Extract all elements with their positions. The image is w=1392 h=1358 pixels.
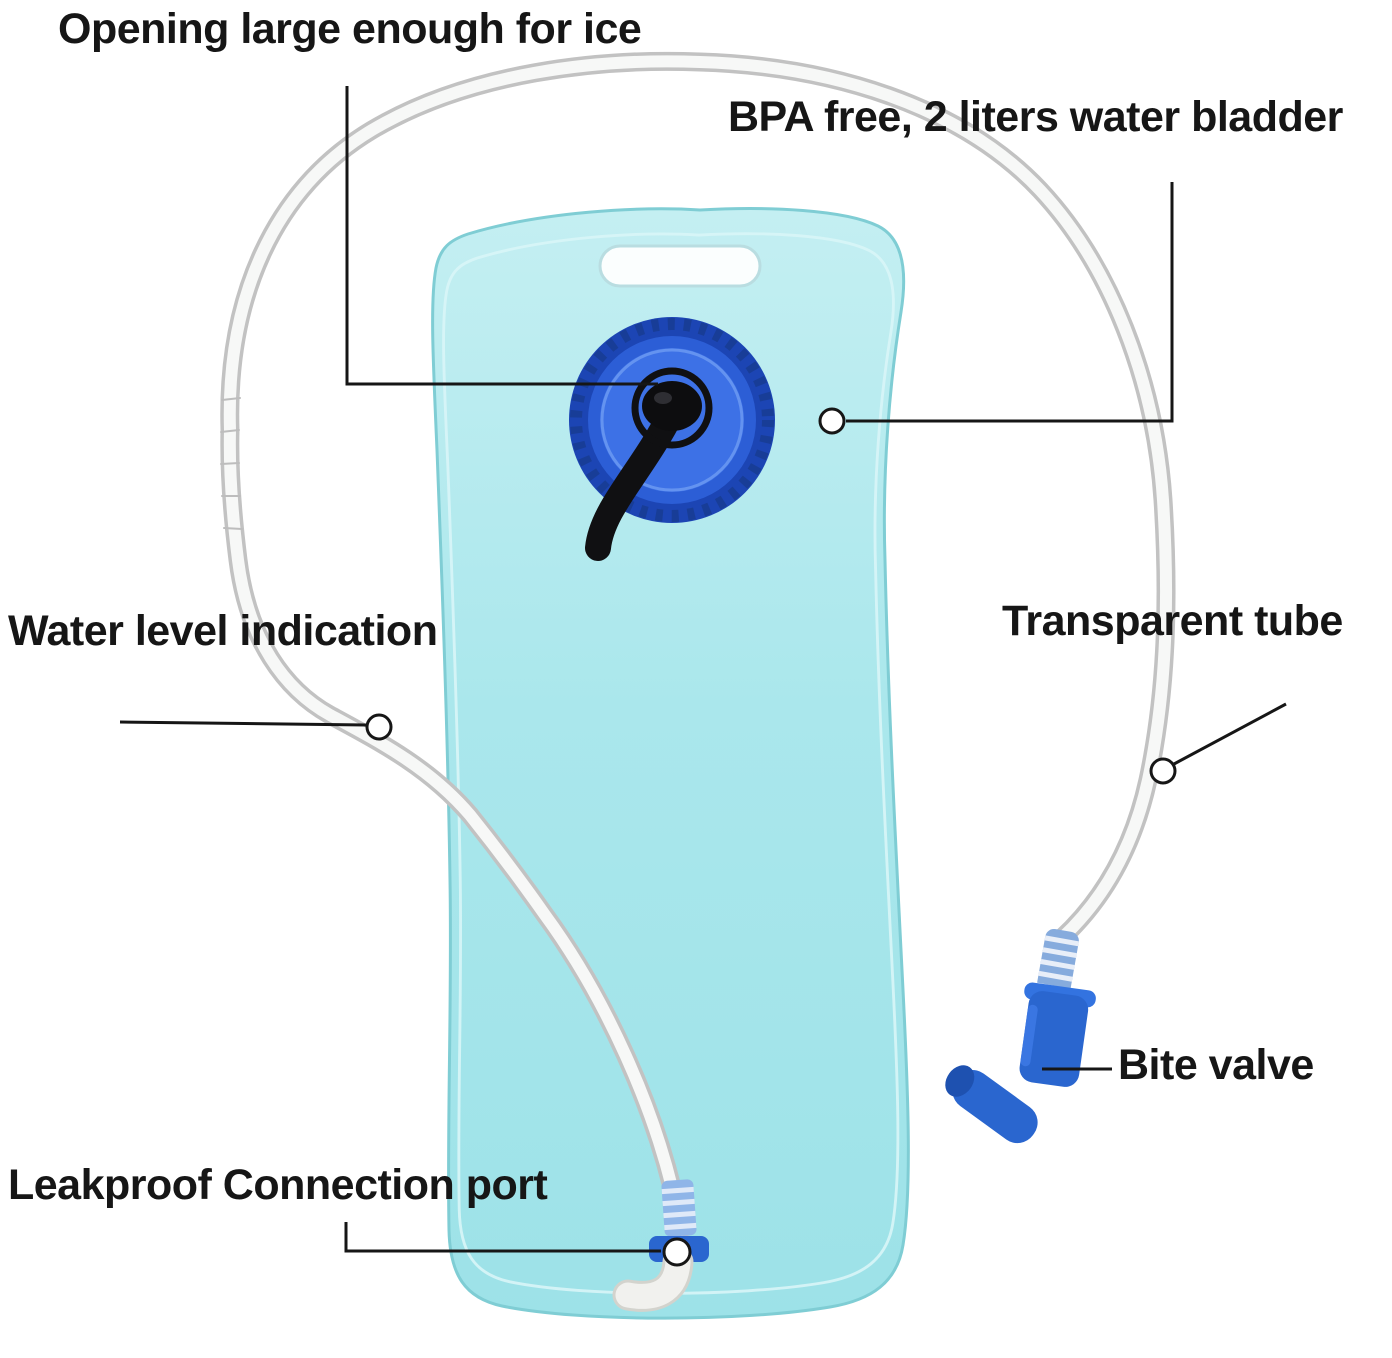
- callout-lines: [119, 86, 1287, 1253]
- water-level-scale-marks: [220, 397, 243, 530]
- callout-line-water-level: [119, 720, 367, 727]
- callout-line-opening: [345, 86, 658, 386]
- bite-valve: [945, 928, 1096, 1144]
- drinking-tube: [220, 51, 1176, 1240]
- marker-leakproof: [662, 1237, 692, 1267]
- callout-line-bpa: [846, 182, 1174, 423]
- callout-line-transparent-tube: [1173, 702, 1287, 766]
- label-bite-valve: Bite valve: [1118, 1041, 1314, 1089]
- callout-markers: [365, 407, 1177, 1267]
- label-water-level-indication: Water level indication: [8, 607, 438, 655]
- label-bpa-free-bladder: BPA free, 2 liters water bladder: [728, 93, 1343, 141]
- marker-bpa: [818, 407, 846, 435]
- label-opening-for-ice: Opening large enough for ice: [58, 5, 642, 53]
- marker-transparent-tube: [1149, 757, 1177, 785]
- cap-knob: [642, 381, 702, 431]
- water-bladder-body: [431, 207, 910, 1320]
- marker-water-level: [365, 713, 393, 741]
- label-transparent-tube: Transparent tube: [1002, 597, 1343, 645]
- label-leakproof-connection-port: Leakproof Connection port: [8, 1161, 548, 1209]
- screw-cap: [569, 317, 775, 561]
- connection-port: [612, 1179, 709, 1312]
- handle-slot: [598, 244, 762, 288]
- cap-lever: [585, 367, 713, 561]
- callout-line-leakproof: [344, 1222, 661, 1253]
